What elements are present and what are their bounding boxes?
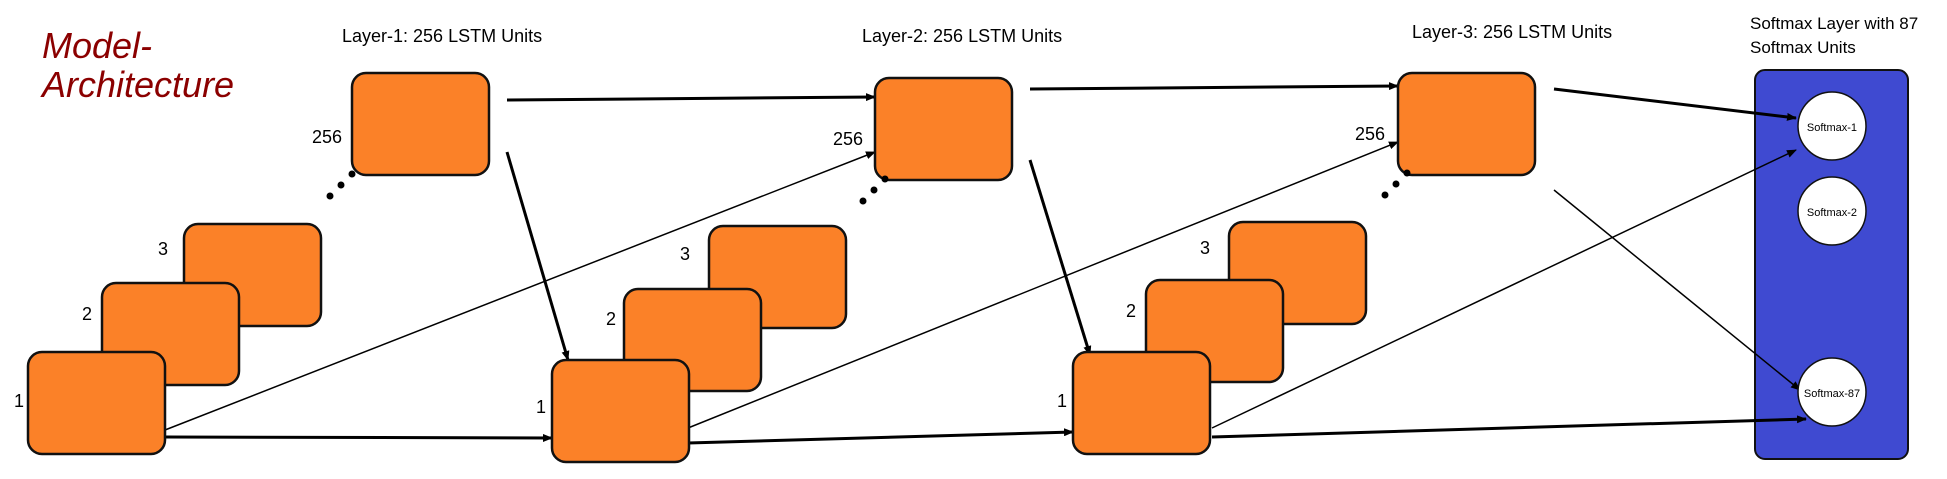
layer-2-unit-label-3: 3 [680, 244, 690, 264]
softmax-layer-panel [1754, 69, 1909, 460]
layer-3-ellipsis-dot-1 [1381, 191, 1389, 199]
arrow-l1u1-l2u1 [164, 433, 553, 442]
arrow-l3u256-softmax-87 [1553, 189, 1801, 391]
layer-1-unit-label-2: 2 [82, 304, 92, 324]
softmax-unit-2-label: Softmax-2 [1807, 207, 1857, 219]
layer-1-unit-label-1: 1 [14, 391, 24, 411]
layer-3-lstm-unit-1 [1071, 350, 1212, 456]
layer-3-units: 1 2 3 256 [1057, 71, 1537, 456]
diagram-title-line-2: Architecture [40, 64, 234, 105]
layer-3-unit-label-2: 2 [1126, 301, 1136, 321]
softmax-unit-1 [1797, 91, 1867, 161]
lstm-layers: 1 2 3 256 1 2 3 256 1 2 3 256 [14, 71, 1537, 464]
layer-3-unit-label-1: 1 [1057, 391, 1067, 411]
arrow-l3u256-softmax-1 [1553, 87, 1797, 121]
softmax-unit-1-label: Softmax-1 [1807, 122, 1857, 134]
layer-2-unit-label-256: 256 [833, 129, 863, 149]
layer-3-unit-label-3: 3 [1200, 238, 1210, 258]
softmax-units: Softmax-1 Softmax-2 Softmax-87 [1797, 91, 1867, 427]
arrow-l2u1-l3u1 [687, 428, 1074, 445]
layer-3-label: Layer-3: 256 LSTM Units [1412, 22, 1612, 42]
diagram-title-line-1: Model- [42, 25, 152, 66]
arrow-l2u1-l3u256 [687, 141, 1399, 429]
layer-3-lstm-unit-256 [1396, 71, 1537, 177]
layer-2-units: 1 2 3 256 [536, 76, 1014, 464]
layer-3-ellipsis-dot-2 [1392, 180, 1400, 188]
layer-1-label: Layer-1: 256 LSTM Units [342, 26, 542, 46]
connection-arrows [164, 82, 1807, 445]
layer-2-lstm-unit-1 [550, 358, 691, 464]
layer-2-label: Layer-2: 256 LSTM Units [862, 26, 1062, 46]
layer-2-ellipsis-dot-2 [870, 186, 878, 194]
layer-1-lstm-unit-256 [350, 71, 491, 177]
arrow-l1u256-l2u1 [505, 151, 570, 361]
layer-2-ellipsis-dot-1 [859, 197, 867, 205]
arrow-l3u1-softmax-1 [1211, 149, 1797, 429]
arrow-l3u1-softmax-87 [1211, 415, 1807, 439]
layer-2-unit-label-1: 1 [536, 397, 546, 417]
softmax-unit-87 [1797, 357, 1867, 427]
layer-1-lstm-unit-1 [26, 350, 167, 456]
layer-2-unit-label-2: 2 [606, 309, 616, 329]
arrow-l2u256-l3u1 [1028, 159, 1092, 356]
softmax-layer-label-line-2: Softmax Units [1750, 38, 1856, 57]
softmax-unit-2 [1797, 176, 1867, 246]
layer-1-ellipsis-dot-2 [337, 181, 345, 189]
layer-1-ellipsis-dot-1 [326, 192, 334, 200]
layer-3-ellipsis-dot-3 [1403, 169, 1411, 177]
layer-1-units: 1 2 3 256 [14, 71, 491, 456]
layer-1-unit-label-3: 3 [158, 239, 168, 259]
layer-2-ellipsis-dot-3 [881, 175, 889, 183]
softmax-layer-label-line-1: Softmax Layer with 87 [1750, 14, 1918, 33]
layer-2-lstm-unit-256 [873, 76, 1014, 182]
layer-3-unit-label-256: 256 [1355, 124, 1385, 144]
softmax-unit-87-label: Softmax-87 [1804, 388, 1860, 400]
layer-1-unit-label-256: 256 [312, 127, 342, 147]
arrow-l1u256-l2u256 [506, 93, 876, 102]
arrow-l2u256-l3u256 [1029, 82, 1399, 91]
arrow-l1u1-l2u256 [164, 151, 876, 431]
layer-1-ellipsis-dot-3 [348, 170, 356, 178]
